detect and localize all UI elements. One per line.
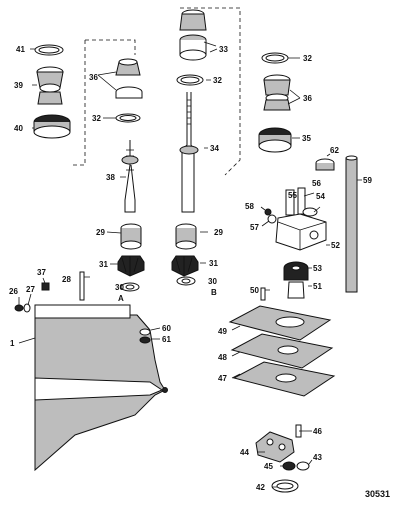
part-44-housing — [255, 431, 295, 463]
part-40-gear — [33, 114, 71, 139]
callout-35: 35 — [302, 134, 311, 143]
part-47-plate — [232, 361, 336, 397]
part-38-shaft — [121, 140, 139, 213]
callout-58: 58 — [245, 202, 254, 211]
part-52-pump-body — [275, 213, 327, 251]
leader-lines — [18, 41, 362, 488]
callout-33: 33 — [219, 45, 228, 54]
variant-b-label: B — [211, 288, 217, 297]
part-29-bushing-right — [175, 223, 197, 250]
callout-52: 52 — [331, 241, 340, 250]
callout-48: 48 — [218, 353, 227, 362]
part-32-ring-right — [261, 52, 289, 64]
part-59-tube — [345, 155, 358, 293]
part-36-bearing-right — [263, 74, 291, 111]
callout-61: 61 — [162, 335, 171, 344]
part-28-stud — [79, 271, 85, 301]
part-32-ring-left — [115, 113, 141, 123]
callout-42: 42 — [256, 483, 265, 492]
callout-32-left: 32 — [92, 114, 101, 123]
part-45-bearing — [282, 461, 296, 471]
part-49-plate — [228, 305, 332, 341]
part-60-61-washers — [139, 328, 151, 344]
callout-1: 1 — [10, 339, 15, 348]
callout-62: 62 — [330, 146, 339, 155]
part-37-nut — [41, 282, 50, 291]
callout-60: 60 — [162, 324, 171, 333]
callout-29-right: 29 — [214, 228, 223, 237]
callout-55: 55 — [288, 191, 297, 200]
callout-34: 34 — [210, 144, 219, 153]
callout-45: 45 — [264, 462, 273, 471]
part-34-shaft — [179, 92, 199, 213]
part-33-bearing — [179, 9, 207, 61]
callout-54: 54 — [316, 192, 325, 201]
bracket-right — [180, 7, 241, 176]
callout-51: 51 — [313, 282, 322, 291]
callout-56: 56 — [312, 179, 321, 188]
part-31-pinion-left — [117, 255, 145, 277]
callout-49: 49 — [218, 327, 227, 336]
callout-26: 26 — [9, 287, 18, 296]
callout-31-right: 31 — [209, 259, 218, 268]
part-31-pinion-right — [171, 255, 199, 277]
part-39-bearing-cup — [36, 66, 64, 105]
callout-36-right: 36 — [303, 94, 312, 103]
callout-59: 59 — [363, 176, 372, 185]
callout-32-center: 32 — [213, 76, 222, 85]
part-57-58-screws — [264, 208, 277, 224]
callout-31-left: 31 — [99, 260, 108, 269]
part-43-ring — [296, 461, 310, 471]
callout-50: 50 — [250, 286, 259, 295]
callout-27: 27 — [26, 285, 35, 294]
bracket-left — [70, 39, 136, 166]
callout-53: 53 — [313, 264, 322, 273]
part-53-impeller — [283, 261, 309, 281]
part-29-bushing-left — [120, 223, 142, 250]
callout-30-right: 30 — [208, 277, 217, 286]
part-30-washer-left — [120, 282, 140, 292]
variant-a-label: A — [118, 294, 124, 303]
callout-41: 41 — [16, 45, 25, 54]
callout-39: 39 — [14, 81, 23, 90]
callout-43: 43 — [313, 453, 322, 462]
part-51-insert — [287, 281, 305, 299]
callout-47: 47 — [218, 374, 227, 383]
callout-44: 44 — [240, 448, 249, 457]
callout-32-right: 32 — [303, 54, 312, 63]
callout-30-left: 30 — [115, 283, 124, 292]
callout-38: 38 — [106, 173, 115, 182]
part-35-gear — [258, 127, 292, 153]
callout-46: 46 — [313, 427, 322, 436]
part-62-seal — [315, 158, 335, 171]
figure-number: 30531 — [365, 489, 390, 499]
part-50-key — [260, 287, 266, 301]
callout-28: 28 — [62, 275, 71, 284]
part-48-plate — [230, 333, 334, 369]
callout-36-left: 36 — [89, 73, 98, 82]
callout-29-left: 29 — [96, 228, 105, 237]
part-41-ring — [34, 44, 64, 56]
part-36-bearing-left — [115, 58, 143, 99]
part-32-ring-center — [176, 74, 204, 86]
part-1-gear-housing — [34, 304, 168, 472]
part-26-27-fasteners — [14, 303, 31, 313]
part-55-56-54-pump-parts — [285, 187, 318, 217]
part-30-washer-right — [176, 276, 196, 286]
callout-57: 57 — [250, 223, 259, 232]
callout-37: 37 — [37, 268, 46, 277]
callout-40: 40 — [14, 124, 23, 133]
part-42-ring — [271, 479, 299, 493]
